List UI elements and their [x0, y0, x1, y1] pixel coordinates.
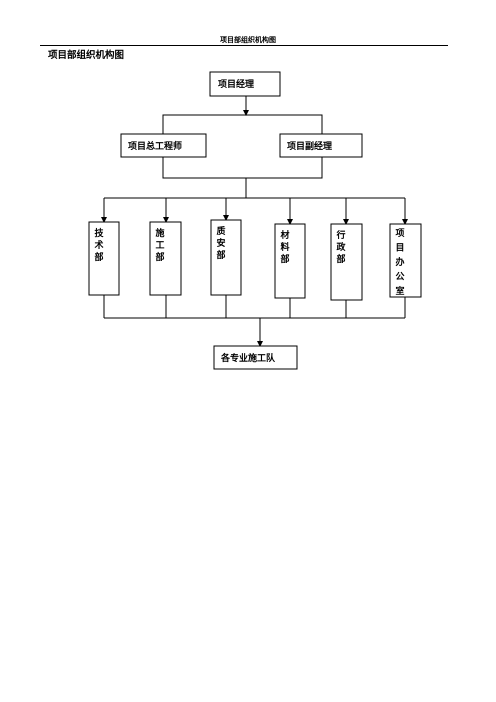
- header-rule: [40, 45, 448, 46]
- node-admin-dept-label: 行政部: [335, 229, 346, 265]
- node-tech-dept-label: 技术部: [93, 227, 104, 263]
- node-project-office: 项目办公室: [389, 223, 422, 298]
- node-project-manager-label: 项目经理: [218, 78, 254, 90]
- connector-deputy-merge: [162, 157, 323, 179]
- running-header: 项目部组织机构图: [220, 36, 276, 44]
- connector-deputy-bracket: [162, 114, 323, 134]
- node-tech-dept: 技术部: [88, 221, 120, 296]
- node-deputy-manager-label: 项目副经理: [287, 140, 332, 152]
- node-deputy-manager: 项目副经理: [279, 133, 363, 158]
- node-chief-engineer: 项目总工程师: [120, 133, 207, 158]
- node-quality-dept: 质安部: [210, 219, 242, 296]
- node-construction-teams: 各专业施工队: [213, 345, 298, 370]
- node-construction-teams-label: 各专业施工队: [220, 352, 276, 364]
- node-materials-dept: 材料部: [274, 223, 306, 299]
- node-construction-dept: 施工部: [149, 221, 182, 296]
- node-construction-dept-label: 施工部: [155, 227, 164, 263]
- node-project-office-label: 项目办公室: [395, 228, 404, 297]
- node-chief-engineer-label: 项目总工程师: [128, 140, 182, 152]
- node-project-manager: 项目经理: [209, 71, 281, 97]
- node-materials-dept-label: 材料部: [279, 229, 289, 265]
- node-admin-dept: 行政部: [330, 223, 363, 301]
- node-quality-dept-label: 质安部: [216, 225, 225, 261]
- page-title: 项目部组织机构图: [48, 50, 125, 61]
